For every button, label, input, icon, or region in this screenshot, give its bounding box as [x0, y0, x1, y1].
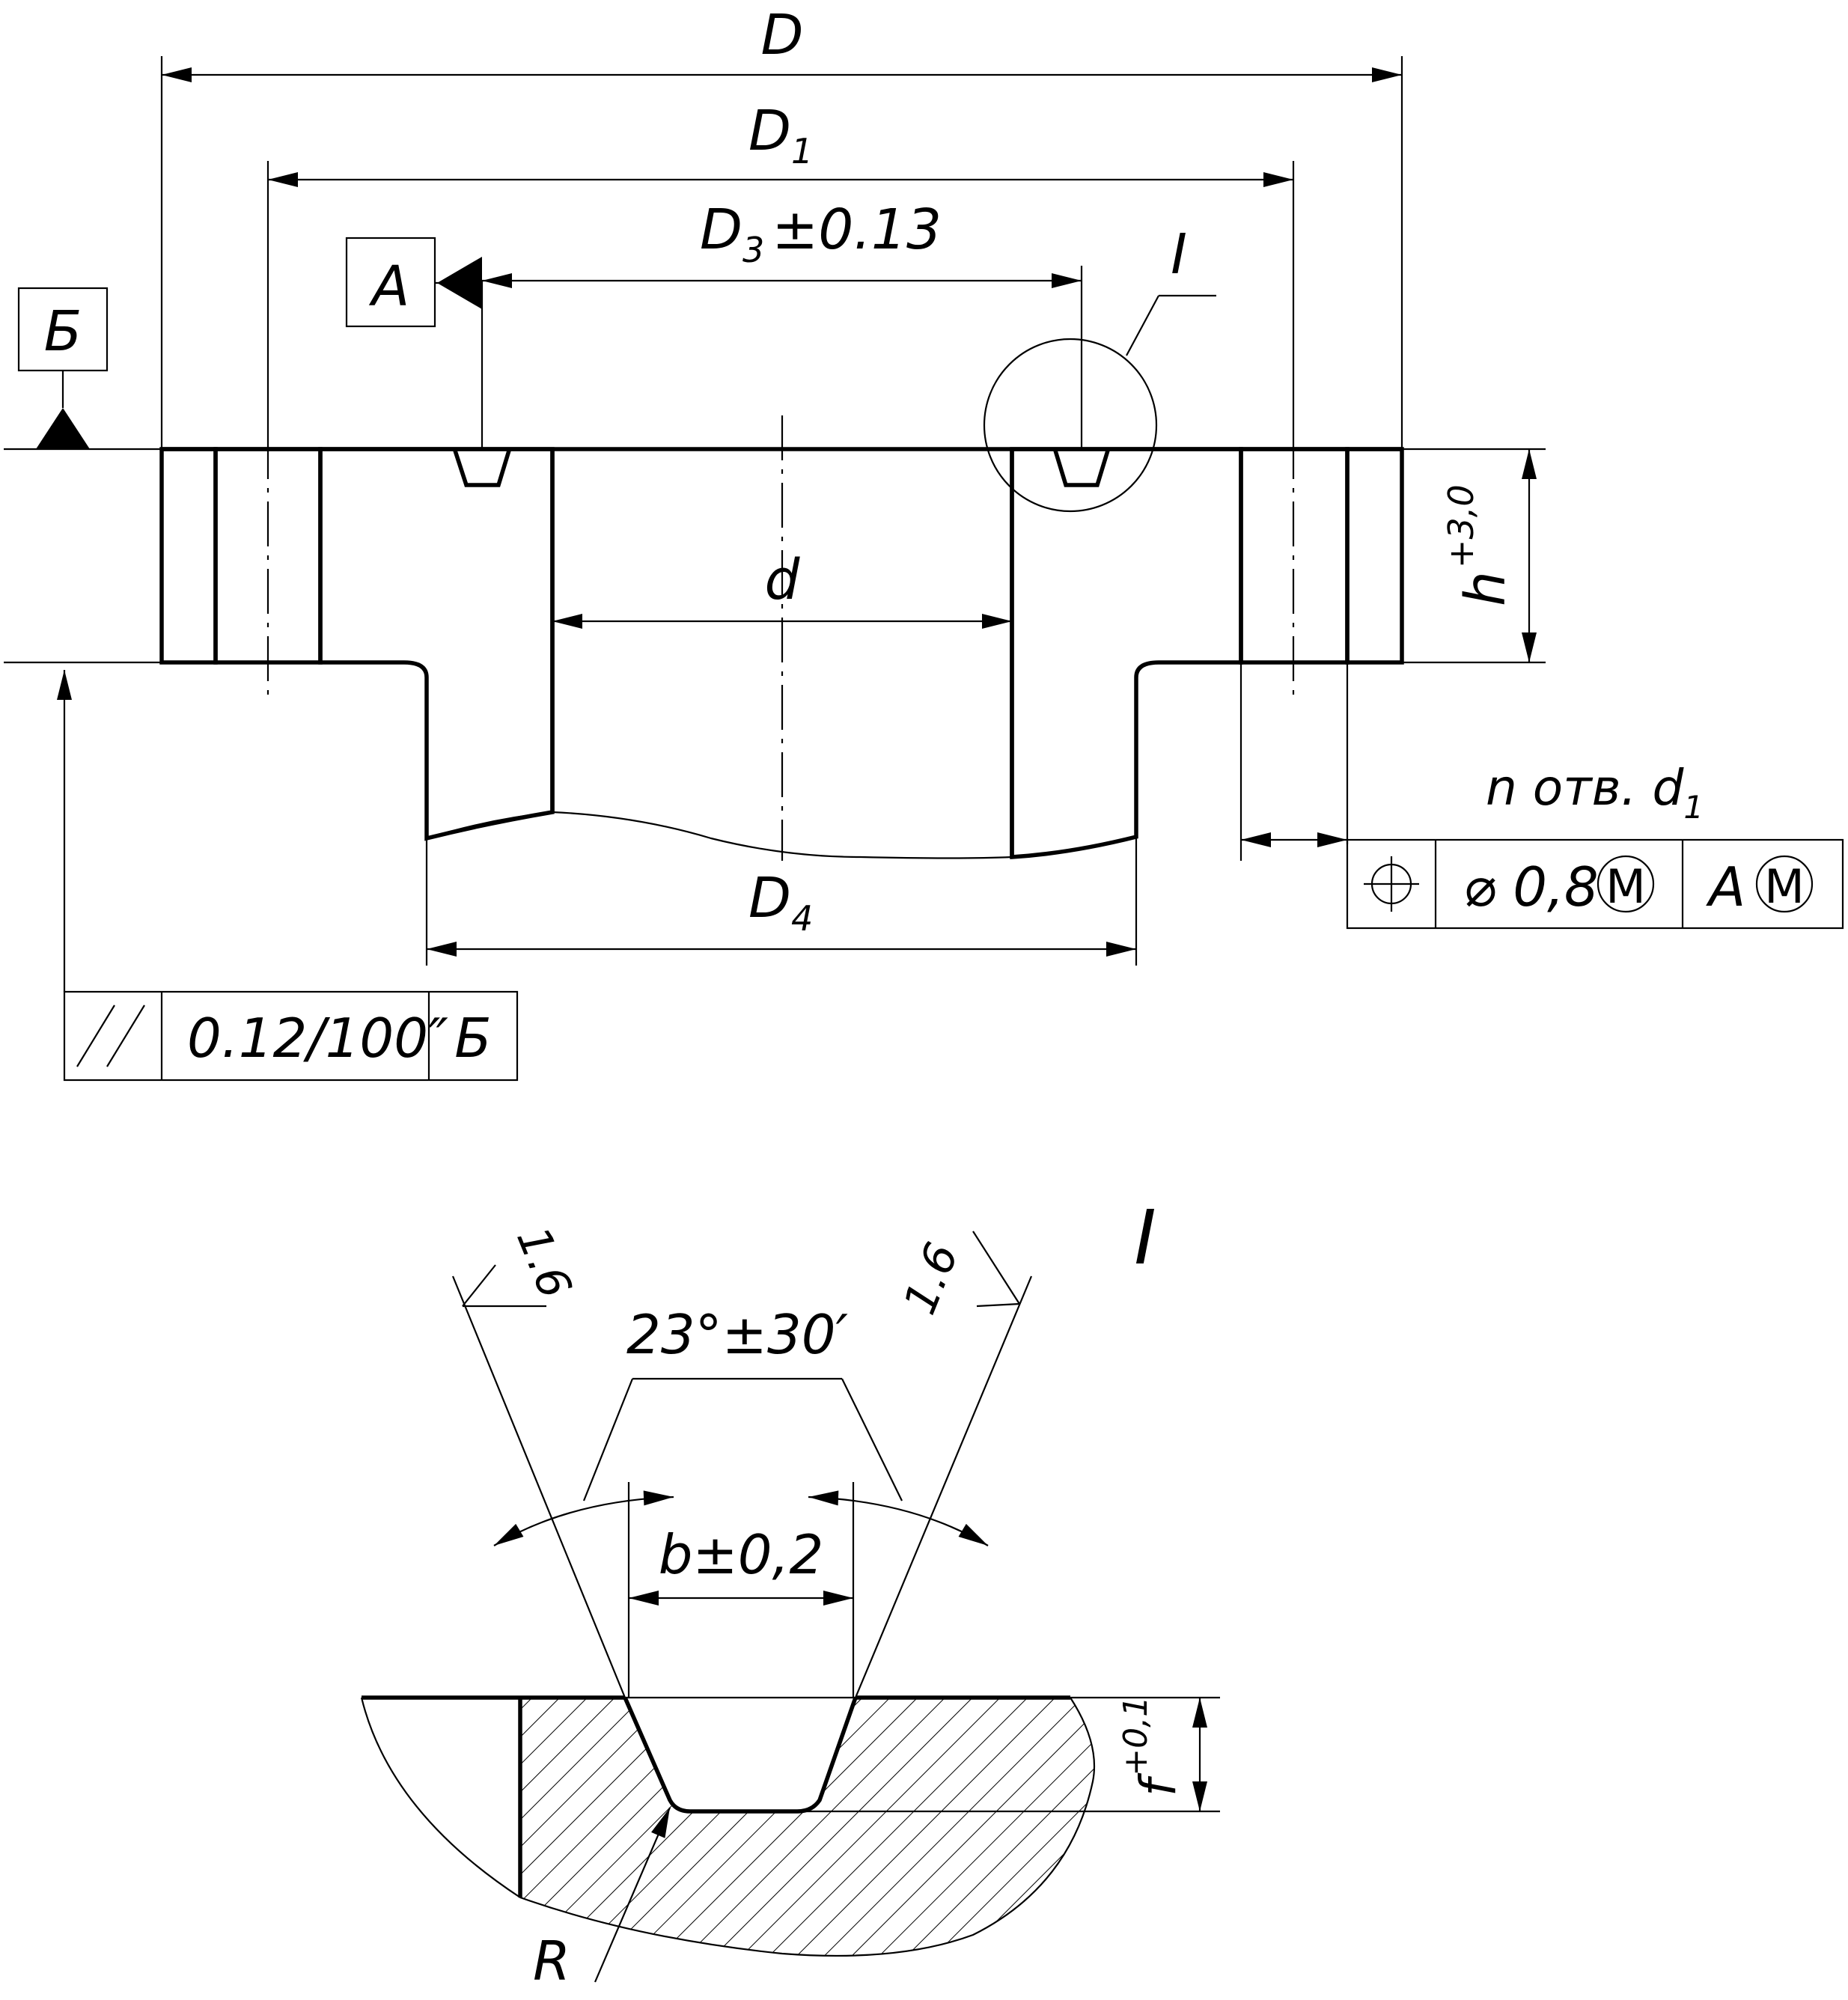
parallelism-datum: Б	[454, 1007, 491, 1070]
angle-arc-right	[808, 1490, 989, 1546]
hatch-left-hub	[318, 447, 555, 841]
datum-B-triangle	[36, 408, 90, 449]
position-modifier: M	[1605, 859, 1646, 914]
position-datum: A	[1706, 856, 1745, 918]
groove-left	[453, 450, 511, 487]
detail-leader	[1126, 295, 1159, 356]
datum-B: Б	[17, 287, 109, 449]
dim-f-label: f+0,1	[1117, 1696, 1187, 1796]
groove-right	[1053, 450, 1110, 487]
dim-D-label: D	[761, 3, 804, 67]
roughness-left-leg	[462, 1264, 496, 1307]
datum-A-triangle	[437, 257, 482, 309]
roughness-right-leg	[972, 1231, 1020, 1305]
svg-text:1.6: 1.6	[506, 1219, 582, 1305]
position-datum-modifier: M	[1764, 859, 1805, 914]
radius-label: R	[533, 1930, 570, 1993]
dim-hole-label: n отв. d1	[1486, 759, 1704, 826]
dim-D3-label: D3±0.13	[700, 198, 942, 270]
parallelism-frame: 0.12/100″ Б	[57, 670, 519, 1082]
dim-d-label: d	[765, 548, 801, 612]
flank-ext-right	[854, 1275, 1033, 1698]
dim-D1-label: D1	[748, 99, 813, 171]
hatch-right-rim	[1345, 447, 1404, 665]
position-frame-box	[1346, 838, 1844, 930]
hatch-right-hub	[1010, 447, 1243, 859]
svg-text:h+3,0: h+3,0	[1441, 484, 1518, 606]
parallelism-symbol-icon	[76, 1004, 145, 1067]
datum-A-letter: A	[369, 254, 410, 319]
detail-ref-label: I	[1171, 222, 1187, 287]
svg-text:f+0,1: f+0,1	[1117, 1696, 1187, 1796]
roughness-left: 1.6	[506, 1219, 582, 1305]
angle-label: 23°±30′	[626, 1303, 848, 1366]
parallelism-frame-box	[63, 990, 519, 1082]
roughness-right: 1.6	[894, 1236, 969, 1322]
angle-arc-left	[493, 1490, 674, 1546]
detail-circle	[983, 338, 1158, 513]
angle-leader-left	[582, 1378, 634, 1501]
datum-B-letter: Б	[44, 299, 82, 364]
position-symbol-icon	[1364, 856, 1419, 912]
radius-leader	[594, 1807, 671, 1983]
position-datum-modifier-circle	[1755, 855, 1814, 913]
detail-hatch	[520, 1698, 1094, 1956]
flank-ext-left	[451, 1275, 626, 1698]
detail-view: I 1.6 1.6 23°±30′	[360, 1194, 1220, 1993]
hatch-left-rim	[159, 447, 218, 665]
dim-b-label: b±0,2	[659, 1523, 824, 1586]
position-modifier-circle	[1597, 855, 1655, 913]
roughness-right-base	[976, 1302, 1020, 1308]
detail-title: I	[1134, 1194, 1156, 1281]
detail-break-line	[360, 1697, 1096, 1957]
dim-D4-label: D4	[748, 866, 813, 939]
position-frame: ⌀ 0,8 M A M	[1346, 838, 1844, 930]
parallelism-value: 0.12/100″	[187, 1007, 448, 1070]
datum-A: A	[345, 237, 482, 328]
dim-h-label: h+3,0	[1441, 484, 1518, 606]
angle-leader-right	[841, 1378, 903, 1501]
position-value: ⌀ 0,8	[1463, 856, 1599, 918]
main-dimensions: D D1 D3±0.13 d D4 h+3,0 n отв. d1 I	[162, 3, 1704, 957]
flange-section	[4, 56, 1546, 966]
detail-groove-profile	[623, 1696, 858, 1814]
break-line	[426, 811, 1137, 859]
svg-text:1.6: 1.6	[894, 1236, 969, 1322]
